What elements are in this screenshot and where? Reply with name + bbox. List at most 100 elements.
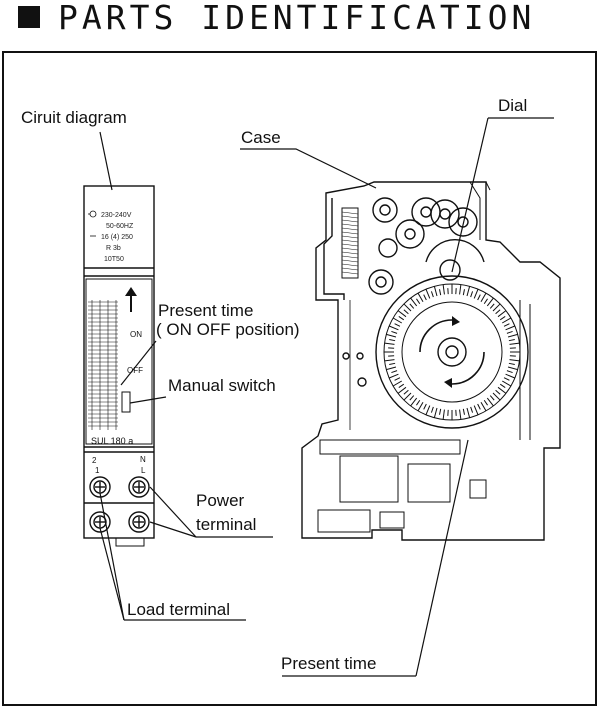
- dial-segment: [403, 392, 412, 401]
- dial-segment: [462, 408, 465, 415]
- label-circuit-diagram: Ciruit diagram: [21, 108, 127, 127]
- label-manual-switch: Manual switch: [168, 376, 276, 395]
- dial-segment: [398, 316, 405, 321]
- dial-segment: [409, 395, 415, 401]
- dial-segment: [509, 359, 520, 362]
- dial-segment: [459, 284, 462, 295]
- spring-coil: [341, 219, 359, 223]
- dial-segment: [499, 383, 506, 388]
- dial-segment: [391, 330, 398, 334]
- dial-segment: [433, 407, 438, 418]
- dial-segment: [470, 291, 474, 298]
- dial-segment: [433, 286, 438, 297]
- dial-segment: [492, 392, 501, 401]
- terminal-left-sub-label: 1: [95, 466, 100, 475]
- dial-segment: [508, 362, 515, 365]
- spring-coil: [341, 267, 359, 271]
- spring-coil: [341, 215, 359, 219]
- dial-segment: [423, 294, 427, 301]
- terminal-screw-icon: [89, 476, 150, 533]
- label-dial: Dial: [498, 96, 528, 115]
- spring-coil: [341, 243, 359, 247]
- square-bullet-icon: [18, 6, 40, 28]
- dial-segment: [473, 288, 479, 299]
- dial-segment: [495, 309, 501, 315]
- spring-coil: [341, 223, 359, 227]
- dial-segment: [459, 409, 462, 420]
- spring-coil: [341, 251, 359, 255]
- dial-segment: [403, 309, 409, 315]
- dial-segment: [417, 401, 424, 412]
- dial-segment: [497, 310, 507, 318]
- spring-coil: [341, 231, 359, 235]
- dial-segment: [497, 386, 507, 394]
- dial-segment: [505, 373, 516, 379]
- spring-coil: [341, 227, 359, 231]
- dial-segment: [398, 383, 405, 388]
- dial-segment: [506, 330, 513, 334]
- spring-coil: [341, 235, 359, 239]
- dial-segment: [486, 397, 494, 407]
- dial-segment: [386, 366, 397, 371]
- spec-code: R 3b: [106, 245, 121, 252]
- leader-lines: [99, 117, 554, 677]
- label-case: Case: [241, 128, 281, 147]
- terminal-left-label: 2: [92, 456, 97, 465]
- dial-segment: [503, 377, 510, 381]
- spring-coil: [341, 247, 359, 251]
- dial-segment: [501, 317, 512, 324]
- page-title: PARTS IDENTIFICATION: [58, 0, 536, 37]
- terminal-right-sub-label: L: [141, 466, 146, 475]
- label-present-time-on-off: Present time: [158, 301, 254, 320]
- dial-segment: [495, 389, 501, 395]
- dial-segment: [423, 403, 427, 410]
- dial-segment: [480, 292, 487, 303]
- dial-segment: [394, 377, 401, 381]
- spring-coil: [341, 239, 359, 243]
- off-marker: OFF: [127, 366, 143, 375]
- dial-segment: [388, 373, 399, 379]
- dial-segment: [466, 286, 471, 297]
- dial-segment: [492, 303, 501, 312]
- dial-segment: [499, 316, 506, 321]
- dial-segment: [483, 298, 488, 305]
- label-present-time: Present time: [281, 654, 377, 673]
- spring-coil: [341, 211, 359, 215]
- dial-segment: [477, 403, 481, 410]
- dial-segment: [506, 370, 513, 374]
- timer-front-view: [83, 185, 155, 547]
- dial-segment: [439, 408, 442, 415]
- spec-voltage: 230-240V: [101, 212, 132, 219]
- dial-segment: [410, 297, 418, 307]
- dial-segment: [416, 298, 421, 305]
- dial-segment: [503, 323, 510, 327]
- dial-segment: [409, 303, 415, 309]
- dial-segment: [439, 289, 442, 296]
- dial-segment: [384, 359, 395, 362]
- dial-segment: [386, 333, 397, 338]
- dial-segment: [477, 294, 481, 301]
- timer-internal-view: [301, 181, 561, 541]
- dial-segment: [403, 303, 412, 312]
- dial-segment: [410, 397, 418, 407]
- dial-segment: [473, 405, 479, 416]
- dial-segment: [509, 342, 520, 345]
- dial-segment: [507, 333, 518, 338]
- dial-segment: [392, 317, 403, 324]
- spec-class: 10T50: [104, 256, 124, 263]
- dial-segment: [462, 289, 465, 296]
- dial-segment: [417, 292, 424, 303]
- dial-segment: [384, 342, 395, 345]
- label-on-off-position: ( ON OFF position): [156, 320, 300, 339]
- dial-segment: [391, 370, 398, 374]
- dial-segment: [425, 288, 431, 299]
- dial-segment: [486, 297, 494, 307]
- dial-segment: [388, 325, 399, 331]
- dial-segment: [507, 366, 518, 371]
- dial-segment: [442, 284, 445, 295]
- diagram-frame: [2, 51, 597, 706]
- spec-rating: 16 (4) 250: [101, 234, 133, 241]
- on-marker: ON: [130, 330, 142, 339]
- dial-segment: [430, 406, 434, 413]
- dial-segment: [442, 409, 445, 420]
